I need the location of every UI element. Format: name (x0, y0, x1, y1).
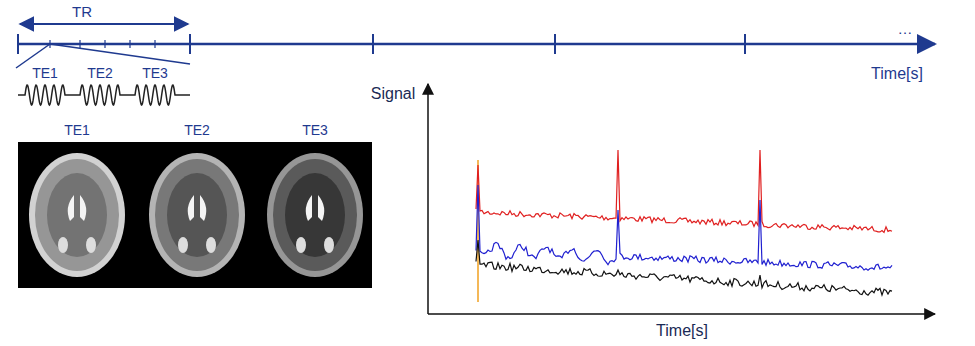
x-axis (428, 313, 935, 315)
label: TE2 (87, 66, 113, 80)
tr-ticks (18, 34, 745, 54)
label: TE1 (32, 66, 58, 80)
readout-waveform (18, 85, 190, 105)
label: TR (72, 4, 92, 19)
zoom-line (50, 44, 190, 64)
label: TE3 (302, 123, 328, 137)
tr-arrow (20, 23, 188, 25)
brain-image (149, 153, 245, 277)
label: Time[s] (656, 323, 708, 339)
label: Time[s] (871, 66, 923, 82)
brain-image (29, 153, 125, 277)
zoom-line (16, 44, 50, 68)
image-panel (18, 142, 372, 288)
label: TE1 (64, 123, 90, 137)
signal-trace (476, 240, 892, 295)
label: Signal (371, 86, 415, 102)
label: TE3 (142, 66, 168, 80)
label: TE2 (184, 123, 210, 137)
brain-image (267, 153, 363, 277)
signal-trace (476, 185, 892, 270)
signal-trace (476, 150, 892, 232)
y-axis (427, 84, 429, 314)
label: … (898, 21, 913, 36)
